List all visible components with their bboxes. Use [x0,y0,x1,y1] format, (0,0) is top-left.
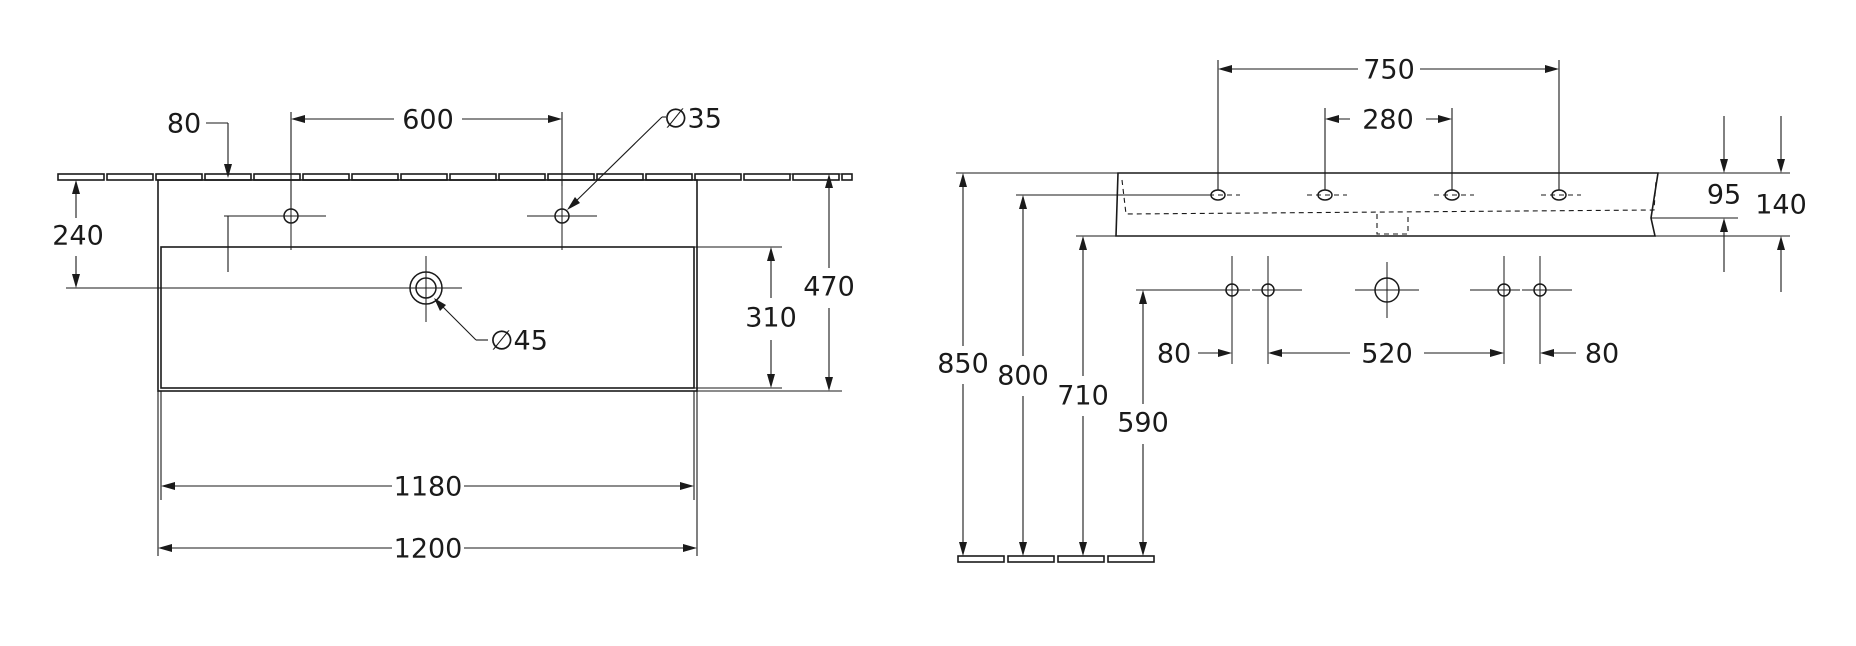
basin-outline [157,179,698,392]
dim-label-600: 600 [402,105,454,136]
side-view: 750 280 95 140 [937,55,1807,563]
dim-total-width: 1200 [157,391,698,565]
dim-height-850: 850 [937,172,1118,556]
dim-label-1180: 1180 [394,472,463,503]
basin-profile [1115,172,1659,237]
dim-label-280: 280 [1362,105,1414,136]
dim-label-140: 140 [1755,190,1807,221]
dim-spacing-row: 80 520 80 [1157,339,1619,370]
dim-tap-depth: 240 [52,180,410,289]
floor-strip [957,555,1155,563]
dim-tap-hole: ∅35 [567,104,722,210]
dim-label-850: 850 [937,349,989,380]
dim-label-80-right: 80 [1585,339,1619,370]
dim-label-1200: 1200 [394,534,463,565]
dim-label-590: 590 [1117,408,1169,439]
dim-tap-offset: 80 [167,109,232,272]
top-view: 600 80 ∅35 240 [52,104,855,565]
wall-strip-top [57,173,853,181]
dim-label-80-left: 80 [1157,339,1191,370]
dim-total-height: 140 [1655,116,1807,292]
dim-inner-holes: 280 [1324,105,1453,190]
dim-height-590: 590 [1117,289,1232,556]
dim-label-tap-hole: ∅35 [664,104,722,135]
tap-hole-right [527,186,597,250]
dim-tap-spacing: 600 [290,105,563,210]
dim-label-750: 750 [1363,55,1415,86]
dim-height-800: 800 [997,194,1210,556]
drain [390,256,462,322]
dim-label-470: 470 [803,272,855,303]
dim-basin-depth: 310 [694,246,797,389]
dim-label-80-top: 80 [167,109,201,140]
dim-label-240: 240 [52,221,104,252]
connection-points [1214,256,1572,364]
dim-label-310: 310 [745,303,797,334]
dim-height-710: 710 [1057,235,1116,556]
dim-inner-width: 1180 [160,391,695,503]
dim-label-drain: ∅45 [490,326,548,357]
dim-outer-holes: 750 [1217,55,1560,190]
dim-label-520: 520 [1361,339,1413,370]
basin-bowl [160,246,695,389]
tap-hole-left [224,186,326,250]
dim-label-95: 95 [1707,180,1741,211]
dim-rim-height: 95 [1651,116,1790,272]
dim-label-710: 710 [1057,381,1109,412]
profile-holes [1200,189,1581,201]
dim-total-depth: 470 [697,173,855,392]
dim-drain: ∅45 [434,298,548,357]
dim-label-800: 800 [997,361,1049,392]
